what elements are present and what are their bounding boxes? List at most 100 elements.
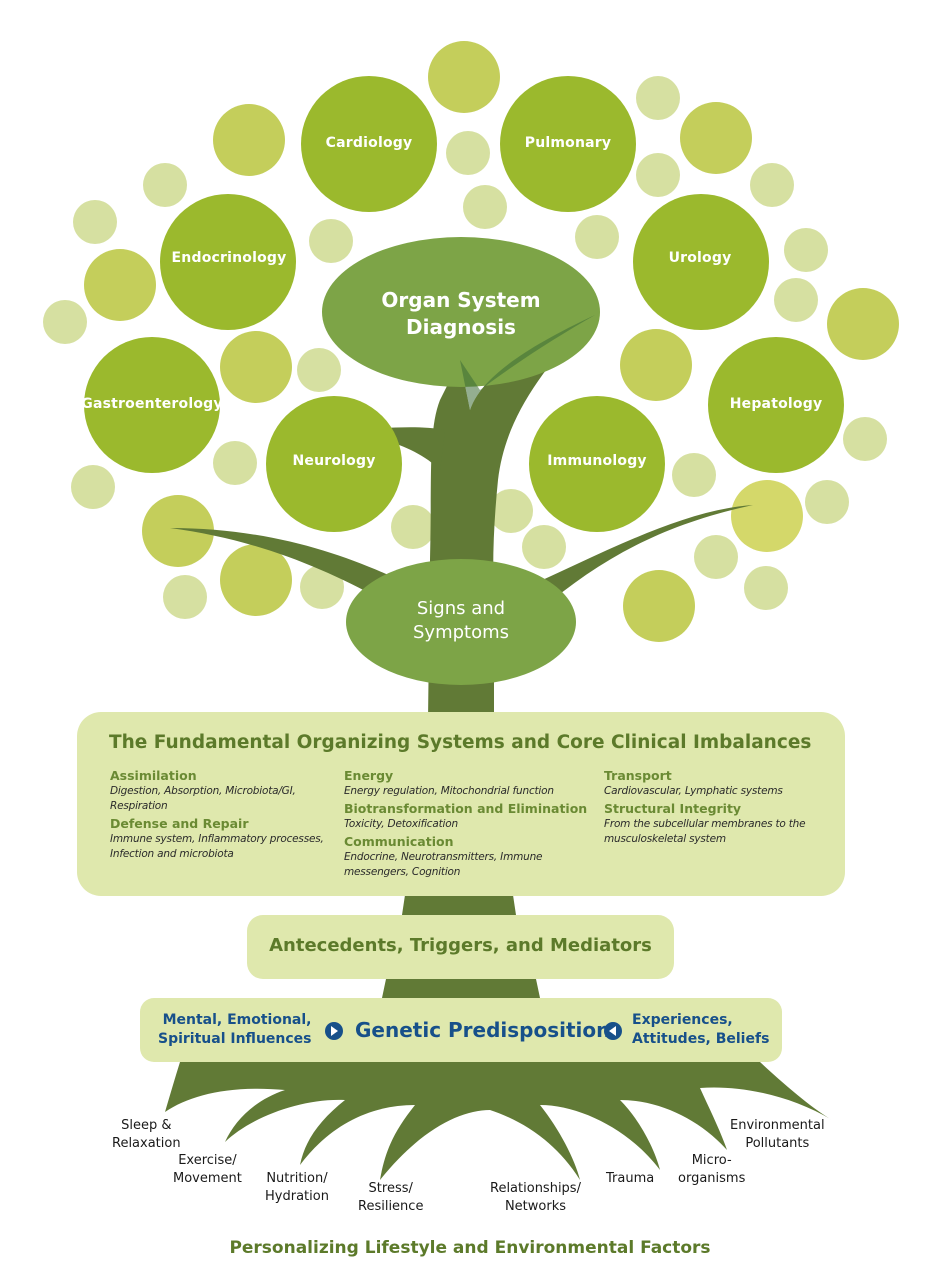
root-mass bbox=[165, 1062, 832, 1180]
trunk-segment-1 bbox=[402, 895, 516, 915]
play-left-icon bbox=[604, 1022, 622, 1040]
root-line-1: Relationships/ bbox=[490, 1181, 581, 1196]
system-heading: Biotransformation and Elimination bbox=[344, 801, 588, 816]
leaf-circle bbox=[805, 480, 849, 524]
system-detail: Endocrine, Neurotransmitters, Immune mes… bbox=[344, 851, 543, 878]
organ-label-pulmonary: Pulmonary bbox=[524, 135, 612, 151]
root-line-2: organisms bbox=[678, 1171, 746, 1186]
symptoms-line-1: Signs and bbox=[416, 598, 506, 619]
root-line-2: Networks bbox=[504, 1199, 567, 1214]
diagnosis-line-2: Diagnosis bbox=[406, 315, 516, 339]
leaf-circle bbox=[620, 329, 692, 401]
leaf-circle bbox=[84, 249, 156, 321]
organ-circle-cardiology bbox=[301, 76, 437, 212]
organ-circle-neurology bbox=[266, 396, 402, 532]
genetic-predisposition-label: Genetic Predisposition bbox=[355, 1018, 611, 1042]
root-label-stress: Stress/ Resilience bbox=[358, 1180, 423, 1216]
experiences-attitudes-beliefs: Experiences, Attitudes, Beliefs bbox=[632, 1011, 769, 1049]
leaf-circle bbox=[309, 219, 353, 263]
system-detail: Digestion, Absorption, Microbiota/GI, Re… bbox=[110, 785, 296, 812]
leaf-circle bbox=[71, 465, 115, 509]
organ-circle-gastroenterology bbox=[84, 337, 220, 473]
leaf-circle bbox=[744, 566, 788, 610]
system-detail: Energy regulation, Mitochondrial functio… bbox=[344, 785, 554, 797]
leaf-circle bbox=[220, 331, 292, 403]
root-line-2: Relaxation bbox=[112, 1136, 181, 1151]
leaf-circle bbox=[446, 131, 490, 175]
root-line-1: Nutrition/ bbox=[266, 1171, 328, 1186]
root-line-2: Hydration bbox=[265, 1189, 329, 1204]
system-detail: Toxicity, Detoxification bbox=[344, 818, 458, 830]
leaf-circle bbox=[428, 41, 500, 113]
leaf-circle bbox=[300, 565, 344, 609]
root-label-sleep: Sleep & Relaxation bbox=[112, 1117, 181, 1153]
leaf-circle bbox=[391, 505, 435, 549]
system-heading: Communication bbox=[344, 834, 454, 849]
leaf-circle bbox=[731, 480, 803, 552]
fundamental-systems-title: The Fundamental Organizing Systems and C… bbox=[109, 732, 812, 753]
systems-column-3: Transport Cardiovascular, Lymphatic syst… bbox=[604, 768, 824, 849]
system-detail: From the subcellular membranes to the mu… bbox=[604, 818, 806, 845]
organ-system-circles bbox=[84, 76, 844, 532]
system-heading: Transport bbox=[604, 768, 672, 783]
signs-symptoms-ellipse bbox=[346, 559, 576, 685]
roots bbox=[165, 1062, 832, 1180]
organ-circle-urology bbox=[633, 194, 769, 330]
leaf-circle bbox=[142, 495, 214, 567]
right-line-2: Attitudes, Beliefs bbox=[632, 1031, 770, 1047]
root-line-1: Exercise/ bbox=[178, 1153, 237, 1168]
genetic-panel: Mental, Emotional, Spiritual Influences … bbox=[140, 998, 782, 1062]
leaf-circle bbox=[672, 453, 716, 497]
leaf-circle bbox=[694, 535, 738, 579]
leaf-circle bbox=[680, 102, 752, 174]
organ-circle-pulmonary bbox=[500, 76, 636, 212]
leaf-circle bbox=[636, 76, 680, 120]
branch-left-upper bbox=[348, 427, 445, 470]
organ-circle-hepatology bbox=[708, 337, 844, 473]
leaf-circle bbox=[297, 348, 341, 392]
organ-system-diagnosis-label: Organ System Diagnosis bbox=[381, 287, 540, 341]
root-label-environmental: Environmental Pollutants bbox=[730, 1117, 825, 1153]
system-detail: Cardiovascular, Lymphatic systems bbox=[604, 785, 783, 797]
root-line-1: Sleep & bbox=[121, 1118, 172, 1133]
leaf-circle bbox=[213, 104, 285, 176]
leaf-circle bbox=[163, 575, 207, 619]
antecedents-panel: Antecedents, Triggers, and Mediators bbox=[247, 915, 674, 979]
fundamental-systems-panel: The Fundamental Organizing Systems and C… bbox=[77, 712, 845, 896]
systems-column-2: Energy Energy regulation, Mitochondrial … bbox=[344, 768, 594, 882]
leaf-circle bbox=[827, 288, 899, 360]
root-line-1: Stress/ bbox=[368, 1181, 413, 1196]
leaf-circle bbox=[750, 163, 794, 207]
left-line-2: Spiritual Influences bbox=[158, 1031, 312, 1047]
leaf-circle bbox=[636, 153, 680, 197]
leaf-circle bbox=[774, 278, 818, 322]
symptoms-line-2: Symptoms bbox=[412, 622, 510, 643]
organ-label-neurology: Neurology bbox=[292, 453, 376, 469]
mental-emotional-influences: Mental, Emotional, Spiritual Influences bbox=[158, 1011, 312, 1049]
decorative-leaf-circles bbox=[43, 41, 899, 642]
organ-label-gastroenterology: Gastroenterology bbox=[81, 396, 223, 412]
root-line-1: Trauma bbox=[606, 1171, 655, 1186]
left-line-1: Mental, Emotional, bbox=[162, 1012, 312, 1028]
root-label-relationships: Relationships/ Networks bbox=[490, 1180, 581, 1216]
organ-label-immunology: Immunology bbox=[547, 453, 647, 469]
leaf-circle bbox=[522, 525, 566, 569]
system-heading: Assimilation bbox=[110, 768, 197, 783]
footer-title: Personalizing Lifestyle and Environmenta… bbox=[229, 1238, 711, 1258]
leaf-circle bbox=[43, 300, 87, 344]
root-label-microorganisms: Micro- organisms bbox=[678, 1152, 745, 1188]
antecedents-title: Antecedents, Triggers, and Mediators bbox=[269, 935, 652, 956]
leaf-circle bbox=[143, 163, 187, 207]
organ-label-urology: Urology bbox=[668, 250, 732, 266]
leaf-circle bbox=[489, 489, 533, 533]
trunk-segment-2 bbox=[382, 979, 540, 998]
organ-label-endocrinology: Endocrinology bbox=[171, 250, 287, 266]
system-heading: Defense and Repair bbox=[110, 816, 249, 831]
root-line-1: Environmental bbox=[730, 1118, 825, 1133]
leaf-circle bbox=[623, 570, 695, 642]
root-line-2: Movement bbox=[173, 1171, 242, 1186]
right-line-1: Experiences, bbox=[632, 1012, 733, 1028]
root-label-trauma: Trauma bbox=[606, 1170, 654, 1188]
system-heading: Energy bbox=[344, 768, 394, 783]
